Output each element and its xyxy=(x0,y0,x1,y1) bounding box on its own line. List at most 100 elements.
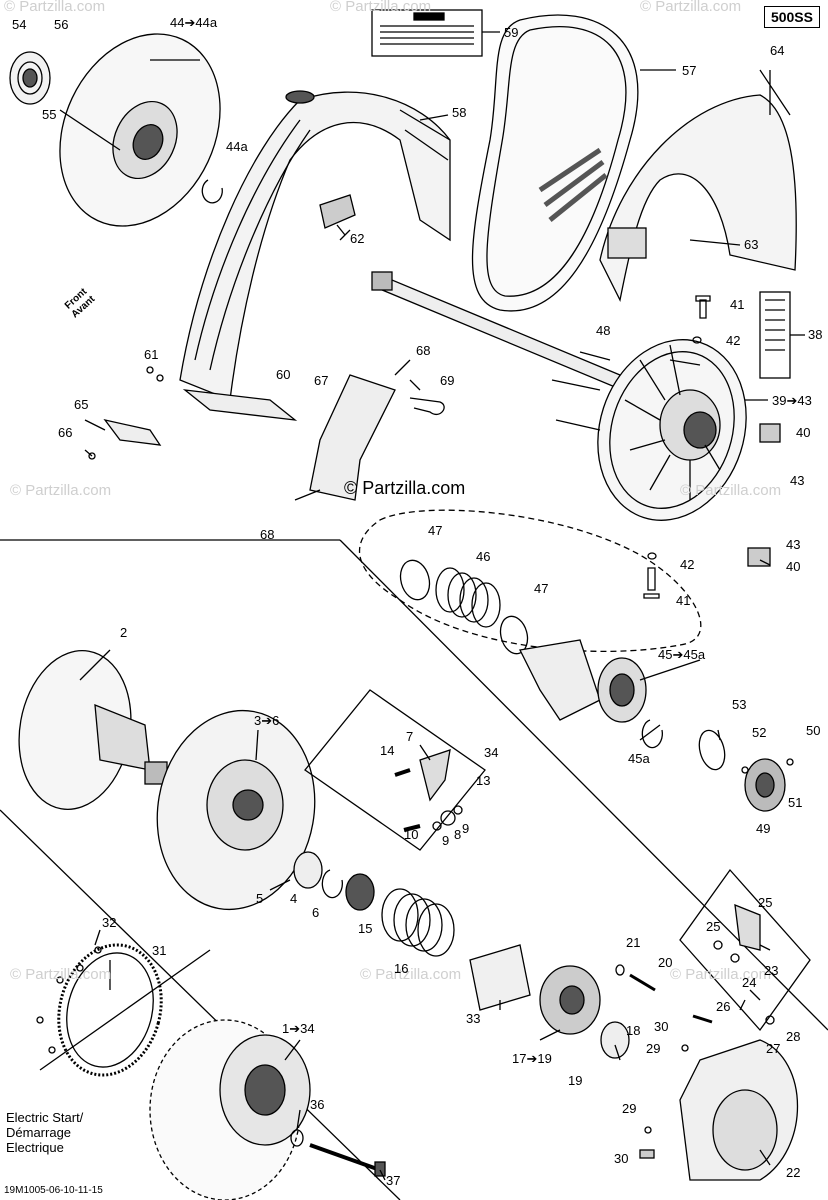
callout-30a[interactable]: 30 xyxy=(654,1019,669,1034)
part-44-fixed-sheave[interactable] xyxy=(30,8,250,253)
callout-44a[interactable]: 44a xyxy=(226,139,248,154)
callout-13[interactable]: 13 xyxy=(476,773,491,788)
part-47b-washer[interactable] xyxy=(497,613,532,656)
callout-67[interactable]: 67 xyxy=(314,373,329,388)
callout-51[interactable]: 51 xyxy=(788,795,803,810)
callout-50[interactable]: 50 xyxy=(806,723,821,738)
part-47-washer[interactable] xyxy=(396,557,433,603)
callout-23[interactable]: 23 xyxy=(764,963,779,978)
callout-48[interactable]: 48 xyxy=(596,323,611,338)
callout-57[interactable]: 57 xyxy=(682,63,697,78)
callout-53[interactable]: 53 xyxy=(732,697,747,712)
callout-62[interactable]: 62 xyxy=(350,231,365,246)
callout-6[interactable]: 6 xyxy=(312,905,320,920)
callout-38[interactable]: 38 xyxy=(808,327,823,342)
callout-25b[interactable]: 25 xyxy=(706,919,721,934)
callout-9b[interactable]: 9 xyxy=(442,833,450,848)
part-44a-circlip[interactable] xyxy=(201,179,223,204)
part-45-cam[interactable] xyxy=(519,639,647,723)
part-46-spring[interactable] xyxy=(435,567,501,628)
callout-29a[interactable]: 29 xyxy=(646,1041,661,1056)
part-22-cover[interactable] xyxy=(679,1039,798,1181)
callout-39[interactable]: 39➔43 xyxy=(772,393,812,408)
part-37-bolt[interactable] xyxy=(309,1143,386,1177)
callout-21[interactable]: 21 xyxy=(626,935,641,950)
part-40b-roller[interactable] xyxy=(747,547,771,567)
callout-54[interactable]: 54 xyxy=(12,17,27,32)
part-2-fixed-sheave[interactable] xyxy=(7,642,168,819)
callout-14[interactable]: 14 xyxy=(380,743,395,758)
part-18-bushing[interactable] xyxy=(600,1021,630,1059)
callout-68b[interactable]: 68 xyxy=(260,527,275,542)
part-21-washer[interactable] xyxy=(615,964,625,976)
callout-59[interactable]: 59 xyxy=(504,25,519,40)
part-10-pin[interactable] xyxy=(403,824,421,832)
callout-40a[interactable]: 40 xyxy=(796,425,811,440)
part-40-roller[interactable] xyxy=(759,423,781,443)
part-49-cap[interactable] xyxy=(744,758,786,812)
part-57-drive-belt[interactable] xyxy=(471,14,639,312)
part-6-clip[interactable] xyxy=(321,869,343,899)
callout-47b[interactable]: 47 xyxy=(534,581,549,596)
callout-44[interactable]: 44➔44a xyxy=(170,15,218,30)
callout-63[interactable]: 63 xyxy=(744,237,759,252)
callout-33[interactable]: 33 xyxy=(466,1011,481,1026)
callout-7[interactable]: 7 xyxy=(406,729,414,744)
callout-18[interactable]: 18 xyxy=(626,1023,641,1038)
callout-36[interactable]: 36 xyxy=(310,1097,325,1112)
callout-60[interactable]: 60 xyxy=(276,367,291,382)
callout-41b[interactable]: 41 xyxy=(676,593,691,608)
part-69-clip[interactable] xyxy=(409,397,445,416)
callout-42a[interactable]: 42 xyxy=(726,333,741,348)
callout-49[interactable]: 49 xyxy=(756,821,771,836)
part-4-bushing[interactable] xyxy=(293,851,323,889)
part-38-label[interactable] xyxy=(759,291,791,379)
callout-32[interactable]: 32 xyxy=(102,915,117,930)
part-65-bracket[interactable] xyxy=(103,418,162,446)
part-62-guide[interactable] xyxy=(319,194,356,229)
callout-16[interactable]: 16 xyxy=(394,961,409,976)
callout-45[interactable]: 45➔45a xyxy=(658,647,706,662)
part-63-belt-guard[interactable] xyxy=(599,94,797,302)
part-39-driven-pulley[interactable] xyxy=(575,320,769,539)
part-59-warning-label[interactable] xyxy=(371,9,483,57)
part-41b-pin[interactable] xyxy=(643,567,660,599)
part-3-movable-sheave[interactable] xyxy=(142,698,330,922)
callout-52[interactable]: 52 xyxy=(752,725,767,740)
callout-26[interactable]: 26 xyxy=(716,999,731,1014)
part-48-bolt[interactable] xyxy=(551,351,611,431)
callout-8[interactable]: 8 xyxy=(454,827,462,842)
part-31-ring-gear[interactable] xyxy=(45,933,176,1086)
callout-37[interactable]: 37 xyxy=(386,1173,401,1188)
callout-42b[interactable]: 42 xyxy=(680,557,695,572)
part-54-bearing[interactable] xyxy=(9,51,51,105)
part-23-lever[interactable] xyxy=(734,903,761,951)
callout-61[interactable]: 61 xyxy=(144,347,159,362)
callout-47a[interactable]: 47 xyxy=(428,523,443,538)
callout-29b[interactable]: 29 xyxy=(622,1101,637,1116)
part-14-pin[interactable] xyxy=(394,768,411,777)
callout-30b[interactable]: 30 xyxy=(614,1151,629,1166)
part-58-guard-bracket[interactable] xyxy=(179,90,451,401)
callout-10[interactable]: 10 xyxy=(404,827,419,842)
callout-9a[interactable]: 9 xyxy=(462,821,470,836)
part-16-spring[interactable] xyxy=(381,888,455,957)
part-41-pin[interactable] xyxy=(695,295,711,319)
callout-43a[interactable]: 43 xyxy=(790,473,805,488)
part-33-sleeve[interactable] xyxy=(469,944,531,1011)
callout-65[interactable]: 65 xyxy=(74,397,89,412)
part-45a-clip[interactable] xyxy=(641,719,663,749)
part-20-screw[interactable] xyxy=(629,973,656,992)
callout-24[interactable]: 24 xyxy=(742,975,757,990)
callout-31[interactable]: 31 xyxy=(152,943,167,958)
callout-64[interactable]: 64 xyxy=(770,43,785,58)
callout-3[interactable]: 3➔6 xyxy=(254,713,280,728)
callout-43b[interactable]: 43 xyxy=(786,537,801,552)
callout-2[interactable]: 2 xyxy=(120,625,128,640)
part-17-spider[interactable] xyxy=(539,965,601,1035)
callout-5[interactable]: 5 xyxy=(256,891,264,906)
part-8-roller[interactable] xyxy=(440,810,456,826)
part-67-support[interactable] xyxy=(309,374,396,501)
callout-40b[interactable]: 40 xyxy=(786,559,801,574)
callout-41a[interactable]: 41 xyxy=(730,297,745,312)
